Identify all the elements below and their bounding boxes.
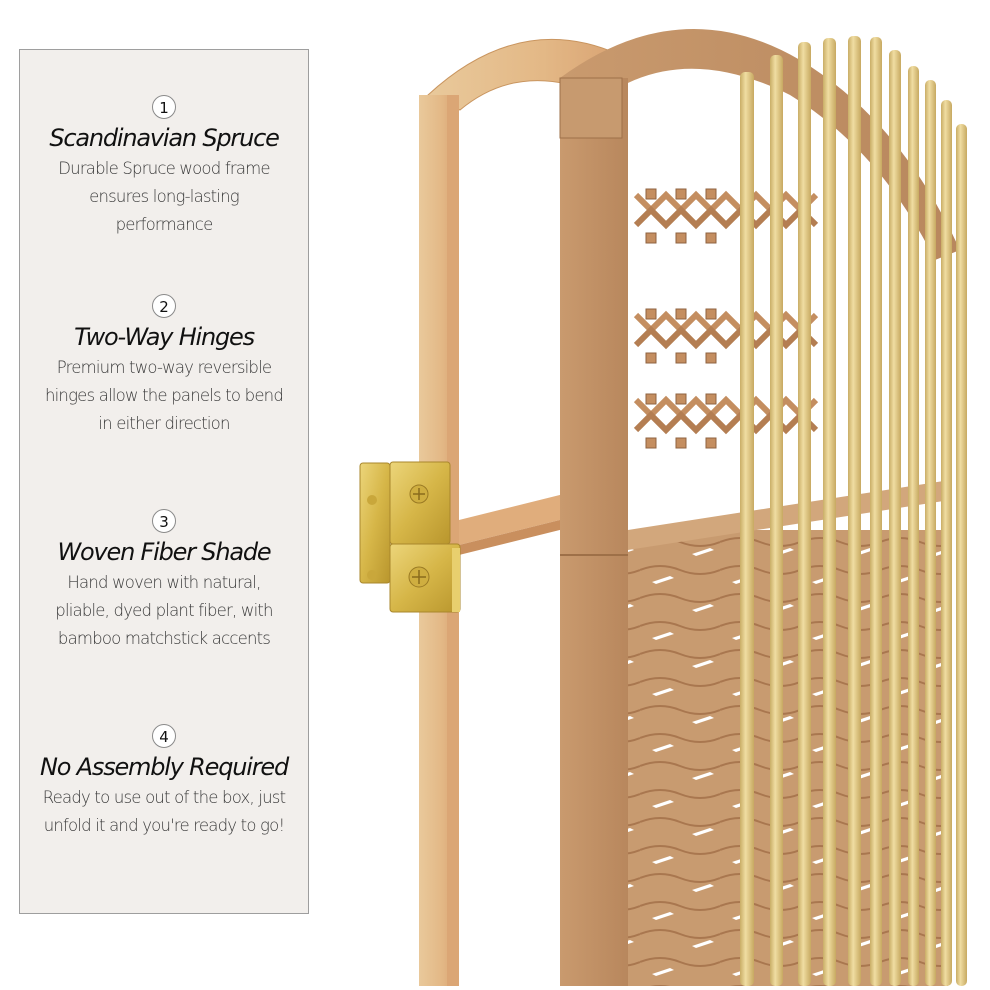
feature-description: Premium two-way reversible hinges allow … xyxy=(44,358,284,433)
feature-item-1: 1 Scandinavian Spruce Durable Spruce woo… xyxy=(20,95,308,239)
feature-title: No Assembly Required xyxy=(40,753,289,781)
feature-number-badge: 3 xyxy=(152,509,176,533)
feature-number-badge: 1 xyxy=(152,95,176,119)
room-divider-product-image xyxy=(340,0,990,986)
feature-item-3: 3 Woven Fiber Shade Hand woven with natu… xyxy=(20,509,308,653)
features-panel: 1 Scandinavian Spruce Durable Spruce woo… xyxy=(19,49,309,914)
feature-description: Hand woven with natural, pliable, dyed p… xyxy=(55,573,273,648)
feature-number-badge: 4 xyxy=(152,724,176,748)
feature-number-badge: 2 xyxy=(152,294,176,318)
feature-title: Two-Way Hinges xyxy=(74,323,255,351)
feature-description: Durable Spruce wood frame ensures long-l… xyxy=(58,159,270,234)
feature-item-2: 2 Two-Way Hinges Premium two-way reversi… xyxy=(20,294,308,438)
bamboo-matchsticks xyxy=(740,36,967,986)
feature-title: Scandinavian Spruce xyxy=(49,124,279,152)
feature-title: Woven Fiber Shade xyxy=(57,538,272,566)
feature-item-4: 4 No Assembly Required Ready to use out … xyxy=(20,724,308,840)
brass-hinge xyxy=(359,461,461,613)
feature-description: Ready to use out of the box, just unfold… xyxy=(42,788,286,835)
